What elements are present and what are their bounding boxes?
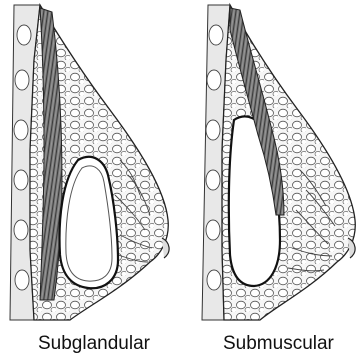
nipple [162, 238, 169, 258]
nipple [348, 238, 355, 258]
submuscular-label: Submuscular [223, 333, 334, 355]
submuscular-illustration [180, 0, 359, 330]
subglandular-label: Subglandular [38, 333, 150, 355]
implant-subglandular [60, 157, 118, 288]
subglandular-illustration [0, 0, 180, 330]
